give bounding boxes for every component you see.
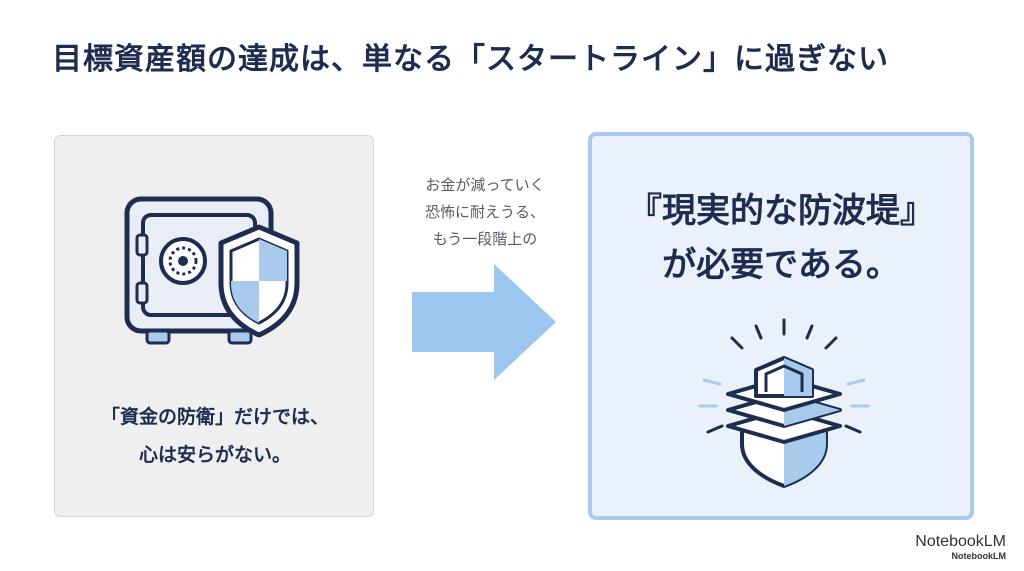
slide-title: 目標資産額の達成は、単なる「スタートライン」に過ぎない xyxy=(52,42,889,77)
middle-caption: お金が減っていく 恐怖に耐えうる、 もう一段階上の xyxy=(400,172,570,253)
branding-main-text: NotebookLM xyxy=(915,533,1006,550)
left-card: 「資金の防衛」だけでは、 心は安らがない。 xyxy=(54,135,374,517)
left-card-line-2: 心は安らがない。 xyxy=(138,444,291,466)
right-card: 『現実的な防波堤』 が必要である。 xyxy=(588,132,974,520)
middle-caption-line-2: 恐怖に耐えうる、 xyxy=(424,203,545,221)
left-card-line-1: 「資金の防衛」だけでは、 xyxy=(100,406,329,428)
right-card-text: 『現実的な防波堤』 が必要である。 xyxy=(592,184,970,292)
middle-caption-line-3: もう一段階上の xyxy=(432,230,538,248)
notebooklm-branding: NotebookLM NotebookLM xyxy=(915,533,1006,561)
right-card-line-1: 『現実的な防波堤』 xyxy=(628,191,934,231)
right-card-line-2: が必要である。 xyxy=(662,245,900,285)
left-card-text: 「資金の防衛」だけでは、 心は安らがない。 xyxy=(55,398,375,474)
right-arrow-icon xyxy=(412,264,556,380)
safe-shield-icon xyxy=(124,196,300,345)
middle-caption-line-1: お金が減っていく xyxy=(425,176,545,194)
layered-shield-icon xyxy=(698,318,870,488)
branding-sub-text: NotebookLM xyxy=(951,551,1007,561)
